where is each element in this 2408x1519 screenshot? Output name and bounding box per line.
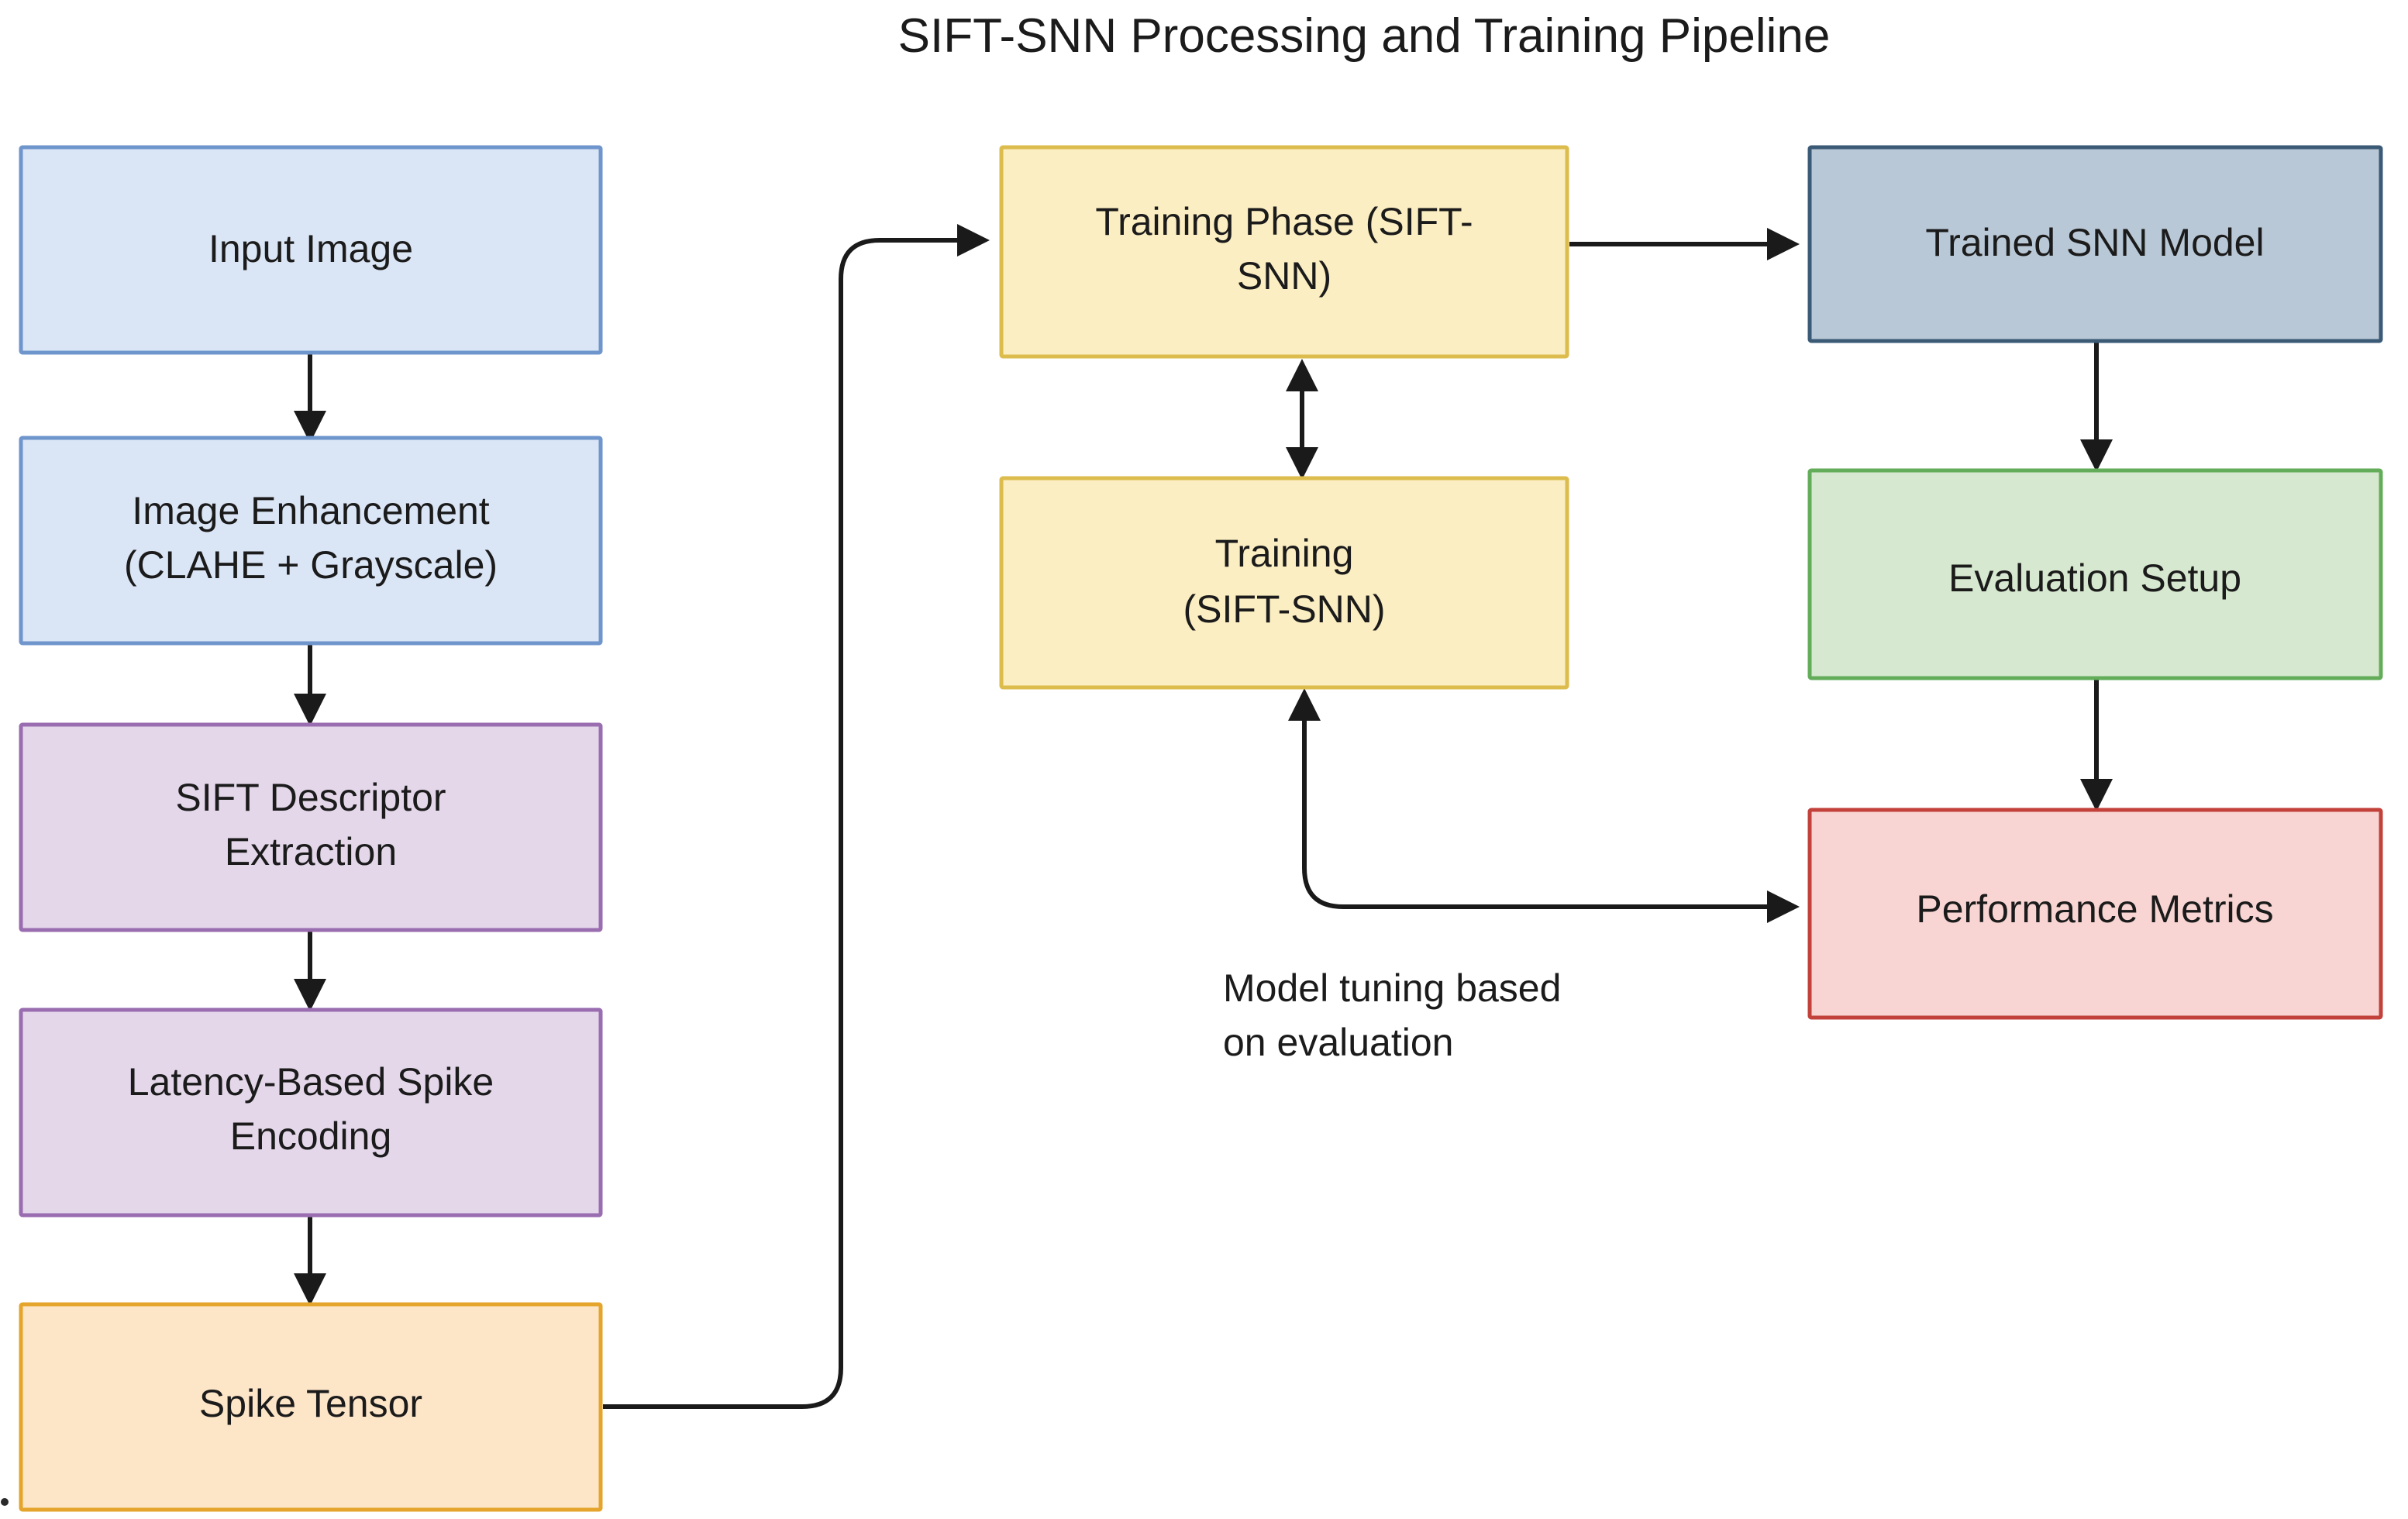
node-training-label-line-1: Training: [1215, 532, 1354, 575]
node-input-image-label-line-1: Input Image: [208, 227, 413, 270]
node-image-enhancement-label-line-2: (CLAHE + Grayscale): [124, 543, 498, 587]
page-title: SIFT-SNN Processing and Training Pipelin…: [898, 9, 1831, 63]
node-training[interactable]: Training (SIFT-SNN): [999, 476, 1569, 690]
node-training-phase-box[interactable]: [999, 145, 1569, 359]
node-performance-metrics-box[interactable]: [1807, 808, 2383, 1020]
node-training-label-line-2: (SIFT-SNN): [1183, 587, 1385, 631]
node-sift-descriptor-extraction-label-line-1: SIFT Descriptor: [175, 776, 446, 819]
node-trained-snn-model-box[interactable]: [1807, 145, 2383, 343]
node-trained-snn-model-label-line-1: Trained SNN Model: [1925, 221, 2264, 264]
node-sift-descriptor-extraction[interactable]: SIFT Descriptor Extraction: [19, 722, 603, 932]
node-image-enhancement-label-line-1: Image Enhancement: [132, 489, 490, 532]
node-evaluation-setup-label-line-1: Evaluation Setup: [1948, 556, 2241, 600]
node-input-image[interactable]: Input Image: [19, 145, 603, 355]
node-sift-descriptor-extraction-box[interactable]: [19, 722, 603, 932]
node-latency-based-spike-encoding-box[interactable]: [19, 1008, 603, 1218]
node-latency-based-spike-encoding-label-line-2: Encoding: [230, 1114, 392, 1158]
edge-label-model-tuning-line-2: on evaluation: [1223, 1021, 1453, 1064]
node-training-phase[interactable]: Training Phase (SIFT- SNN): [999, 145, 1569, 359]
edge-training-to-performance-metrics: [1288, 688, 1800, 923]
node-latency-based-spike-encoding-label-line-1: Latency-Based Spike: [128, 1060, 494, 1104]
node-trained-snn-model[interactable]: Trained SNN Model: [1807, 145, 2383, 343]
node-spike-tensor[interactable]: Spike Tensor: [19, 1302, 603, 1512]
node-evaluation-setup-box[interactable]: [1807, 468, 2383, 680]
edge-spike-tensor-to-training-phase: [603, 224, 990, 1409]
corner-speck: [1, 1498, 9, 1506]
node-latency-based-spike-encoding[interactable]: Latency-Based Spike Encoding: [19, 1008, 603, 1218]
node-training-box[interactable]: [999, 476, 1569, 690]
node-spike-tensor-label-line-1: Spike Tensor: [199, 1382, 422, 1425]
node-spike-tensor-box[interactable]: [19, 1302, 603, 1512]
node-sift-descriptor-extraction-label-line-2: Extraction: [225, 830, 397, 873]
node-image-enhancement[interactable]: Image Enhancement (CLAHE + Grayscale): [19, 436, 603, 646]
edge-label-model-tuning-line-1: Model tuning based: [1223, 966, 1561, 1010]
node-evaluation-setup[interactable]: Evaluation Setup: [1807, 468, 2383, 680]
edge-label-model-tuning: Model tuning based on evaluation: [1223, 966, 1561, 1064]
node-training-phase-label-line-1: Training Phase (SIFT-: [1095, 200, 1473, 243]
node-input-image-box[interactable]: [19, 145, 603, 355]
node-training-phase-label-line-2: SNN): [1237, 254, 1331, 298]
node-image-enhancement-box[interactable]: [19, 436, 603, 646]
node-performance-metrics-label-line-1: Performance Metrics: [1916, 887, 2273, 931]
node-performance-metrics[interactable]: Performance Metrics: [1807, 808, 2383, 1020]
